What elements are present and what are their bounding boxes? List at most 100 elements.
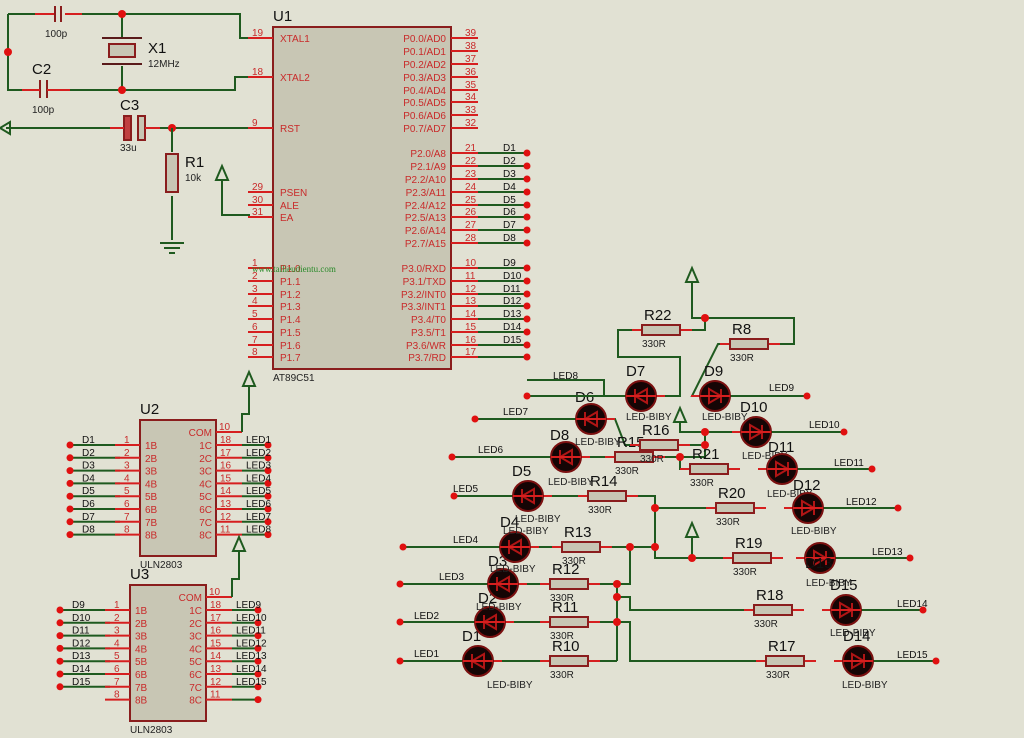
net-terminal (523, 302, 531, 310)
resistor-ref: R14 (590, 473, 618, 490)
u1-pin-p15: 6P1.5 (248, 322, 301, 339)
led-type: LED-BIBY (742, 451, 788, 462)
u1-ref: U1 (273, 8, 292, 25)
led-type: LED-BIBY (626, 412, 672, 423)
pin-name: 1C (189, 606, 202, 617)
led-ref: D1 (462, 628, 481, 645)
pin-name: 7B (135, 683, 148, 694)
junction (688, 554, 696, 562)
net-terminal (523, 175, 531, 183)
net-terminal (803, 392, 811, 400)
led-type: LED-BIBY (791, 526, 837, 537)
net-label: D13 (72, 651, 91, 662)
net-terminal (919, 606, 927, 614)
net-terminal (523, 392, 531, 400)
pin-number: 1 (124, 435, 130, 446)
net-label: D10 (72, 613, 91, 624)
net-terminal (56, 644, 64, 652)
resistor-ref: R13 (564, 524, 592, 541)
led-resistors: R10330RR11330RR12330RR13330RR14330RR1533… (540, 307, 816, 681)
pin-name: 3C (189, 632, 202, 643)
resistor-ref: R8 (732, 321, 751, 338)
pin-number: 16 (465, 335, 477, 346)
net-label: LED9 (236, 600, 261, 611)
pin-name: 8B (135, 696, 148, 707)
resistor-ref: R11 (552, 599, 578, 616)
uln-part: ULN2803 (140, 560, 183, 571)
pin-number: 15 (465, 322, 477, 333)
pin-number: 34 (465, 92, 477, 103)
resistor-value: 330R (716, 517, 740, 528)
pin-number: 32 (465, 118, 477, 129)
resistor-body-icon (549, 655, 589, 667)
pin-number: 26 (465, 207, 477, 218)
pin-name: 7B (145, 518, 158, 529)
pin-name: P2.0/A8 (410, 149, 446, 160)
net-label: D1 (82, 435, 95, 446)
resistor-body-icon (641, 324, 681, 336)
u1-pin-p12: 3P1.2 (248, 284, 301, 301)
pin-name: 1B (145, 441, 158, 452)
net-terminal (523, 226, 531, 234)
pin-name: XTAL2 (280, 73, 310, 84)
pin-name: 4B (145, 479, 158, 490)
watermark: www.tailieudientu.com (252, 264, 336, 274)
u1-pin-p11: 2P1.1 (248, 271, 301, 288)
pin-number: 33 (465, 105, 477, 116)
pin-name: 2C (189, 619, 202, 630)
uln-chip-body (139, 419, 217, 557)
pin-name: P0.5/AD5 (403, 98, 446, 109)
net-terminal (254, 619, 262, 627)
led-type: LED-BIBY (830, 628, 876, 639)
net-terminal (894, 504, 902, 512)
net-label: LED10 (236, 613, 267, 624)
pin-number: 10 (465, 258, 477, 269)
net-label: LED2 (246, 448, 271, 459)
pin-number: 3 (124, 461, 130, 472)
pin-number: 2 (114, 613, 120, 624)
pin-number: 13 (210, 664, 222, 675)
power-terminal-vcc-icon (0, 120, 11, 136)
led-ref: D5 (512, 463, 531, 480)
net-label: LED1 (246, 435, 271, 446)
net-terminal (66, 518, 74, 526)
net-terminal (264, 505, 272, 513)
power-terminal-icon (241, 369, 257, 387)
pin-number: 29 (252, 182, 264, 193)
pin-name: 2C (199, 454, 212, 465)
net-label: D14 (72, 664, 91, 675)
led-ref: D13 (805, 555, 833, 572)
junction (651, 504, 659, 512)
net-terminal (523, 213, 531, 221)
junction (118, 86, 126, 94)
led-type: LED-BIBY (487, 680, 533, 691)
resistor-ref: R15 (617, 434, 645, 451)
pin-name: COM (189, 428, 212, 439)
pin-name: P1.7 (280, 353, 301, 364)
pin-number: 4 (124, 473, 130, 484)
resistor-ref: R20 (718, 485, 746, 502)
led-ref: D12 (793, 477, 821, 494)
pin-name: P1.4 (280, 315, 301, 326)
led-type: LED-BIBY (702, 412, 748, 423)
pin-name: 7C (189, 683, 202, 694)
pin-number: 17 (220, 448, 232, 459)
pin-number: 7 (124, 512, 130, 523)
net-terminal (523, 328, 531, 336)
net-label: D6 (503, 207, 516, 218)
net-terminal (906, 554, 914, 562)
